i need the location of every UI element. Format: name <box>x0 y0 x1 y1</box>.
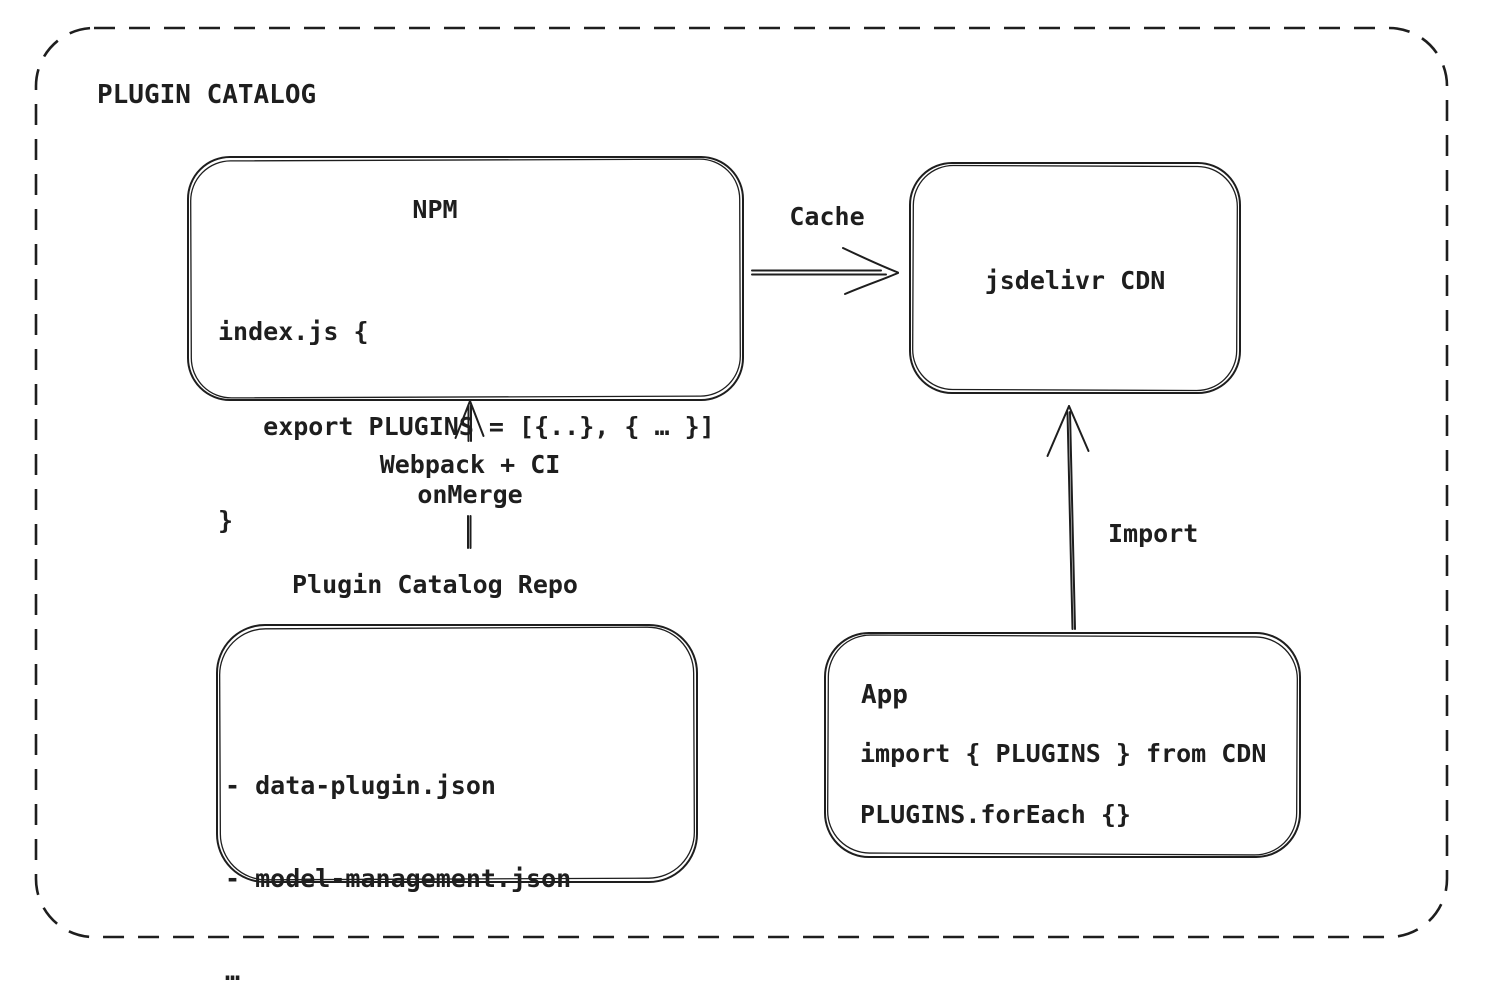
repo-file-list: - data-plugin.json - model-management.js… <box>225 708 571 1002</box>
npm-box-outline <box>187 156 744 401</box>
repo-file-item: - model-management.json <box>225 864 572 893</box>
import-edge-label: Import <box>1108 519 1199 548</box>
cdn-box-outline <box>909 162 1241 394</box>
diagram-title: PLUGIN CATALOG <box>97 80 317 110</box>
app-box-outline <box>824 632 1301 858</box>
npm-code-block: index.js { export PLUGINS = [{..}, { … }… <box>218 253 715 600</box>
import-arrow <box>1046 405 1090 630</box>
app-code-line: PLUGINS.forEach {} <box>860 800 1131 829</box>
npm-code-line: export PLUGINS = [{..}, { … }] <box>218 411 715 441</box>
app-code-line: import { PLUGINS } from CDN <box>860 739 1267 768</box>
repo-file-item: - data-plugin.json <box>225 771 496 800</box>
repo-box-outline <box>216 624 698 883</box>
repo-node-label: Plugin Catalog Repo <box>292 570 578 599</box>
npm-code-line: } <box>218 506 234 535</box>
cache-arrow <box>751 247 899 295</box>
npm-code-line: index.js { <box>218 317 369 346</box>
app-node-title: App <box>861 680 908 710</box>
build-edge-label-line2: onMerge <box>417 480 523 509</box>
repo-file-item: … <box>225 957 241 986</box>
webpack-arrow <box>454 400 485 549</box>
build-edge-label-line1: Webpack + CI <box>379 450 561 479</box>
cache-edge-label: Cache <box>789 202 865 231</box>
catalog-boundary-outline <box>34 26 1449 939</box>
npm-node-title: NPM <box>412 195 458 224</box>
cdn-node-title: jsdelivr CDN <box>984 266 1166 295</box>
